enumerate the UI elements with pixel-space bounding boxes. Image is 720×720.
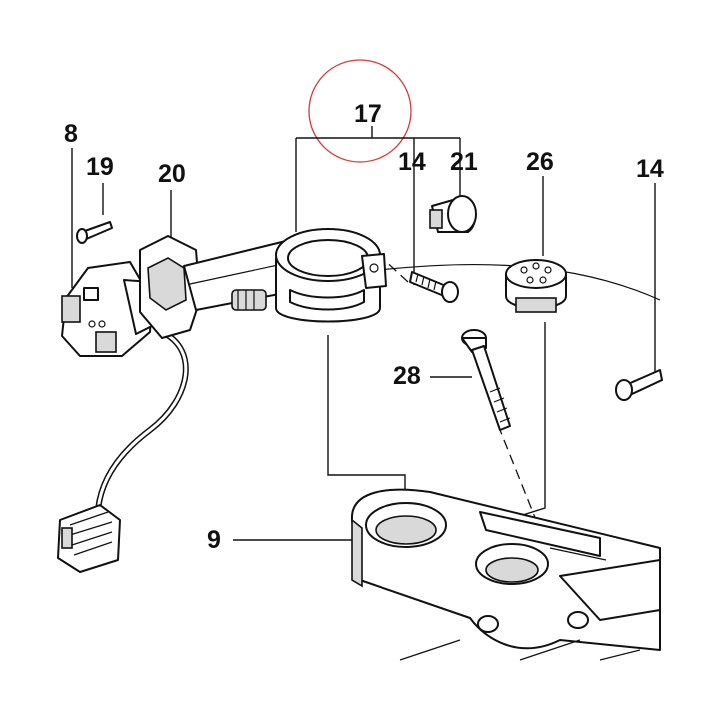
callout-14-left: 14	[398, 148, 426, 176]
callout-19: 19	[86, 153, 114, 181]
callout-26: 26	[526, 148, 554, 176]
cap-21	[429, 195, 477, 233]
ignition-switch-20	[139, 235, 301, 339]
callout-20: 20	[158, 160, 186, 188]
callout-21: 21	[450, 148, 478, 176]
bolt-14-right	[615, 369, 663, 401]
connector-plug	[57, 504, 121, 573]
highlight-circle	[308, 59, 412, 163]
callout-14-right: 14	[636, 155, 664, 183]
callout-28: 28	[393, 362, 421, 390]
screw-19	[76, 221, 113, 244]
callout-9: 9	[207, 526, 221, 554]
bolt-28	[461, 329, 511, 431]
cable-line	[359, 263, 661, 301]
fork-bridge-9	[350, 488, 661, 661]
leader-lines	[71, 126, 656, 541]
callout-17: 17	[354, 100, 382, 128]
wire-harness	[95, 329, 189, 511]
callout-8: 8	[64, 120, 78, 148]
plug-26	[505, 259, 567, 313]
bolt-14-left	[409, 271, 459, 303]
clamp-ring-17	[275, 228, 387, 323]
